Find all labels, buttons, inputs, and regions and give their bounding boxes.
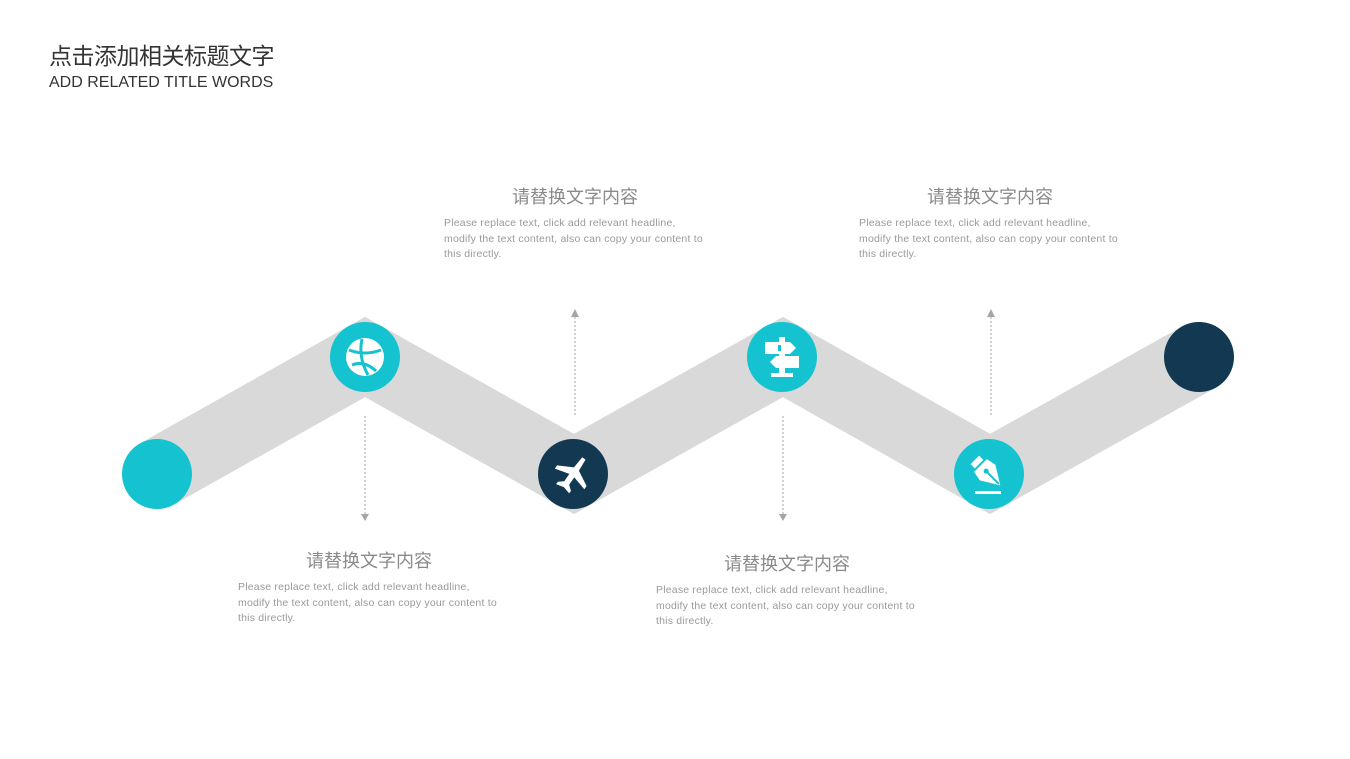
airplane-icon — [554, 457, 587, 494]
step-3-body: Please replace text, click add relevant … — [656, 584, 915, 627]
end-node — [1164, 322, 1234, 392]
step-4-node[interactable] — [954, 439, 1024, 509]
step-4-heading: 请替换文字内容 — [927, 187, 1053, 208]
arrow-up-2 — [571, 309, 579, 415]
step-3-node[interactable] — [747, 322, 817, 392]
pen-nib-icon — [970, 455, 1001, 486]
arrow-down-3 — [779, 416, 787, 521]
zigzag-path — [139, 316, 1217, 515]
page-subtitle: ADD RELATED TITLE WORDS — [49, 74, 274, 91]
step-2-body: Please replace text, click add relevant … — [444, 217, 703, 260]
page-title: 点击添加相关标题文字 — [49, 44, 275, 70]
basketball-icon — [346, 338, 384, 376]
text-block-4: 请替换文字内容 Please replace text, click add r… — [859, 186, 1121, 263]
arrow-down-1 — [361, 416, 369, 521]
text-block-1: 请替换文字内容 Please replace text, click add r… — [238, 550, 500, 627]
step-1-heading: 请替换文字内容 — [306, 551, 432, 572]
step-2-node[interactable] — [538, 439, 608, 509]
text-block-2: 请替换文字内容 Please replace text, click add r… — [444, 186, 706, 263]
start-node — [122, 439, 192, 509]
signpost-icon — [765, 337, 799, 377]
step-3-heading: 请替换文字内容 — [724, 554, 850, 575]
arrow-up-4 — [987, 309, 995, 415]
step-1-node[interactable] — [330, 322, 400, 392]
step-2-heading: 请替换文字内容 — [512, 187, 638, 208]
title-block: 点击添加相关标题文字 ADD RELATED TITLE WORDS — [49, 42, 275, 93]
text-block-3: 请替换文字内容 Please replace text, click add r… — [656, 553, 918, 630]
step-4-body: Please replace text, click add relevant … — [859, 217, 1118, 260]
step-1-body: Please replace text, click add relevant … — [238, 581, 497, 624]
